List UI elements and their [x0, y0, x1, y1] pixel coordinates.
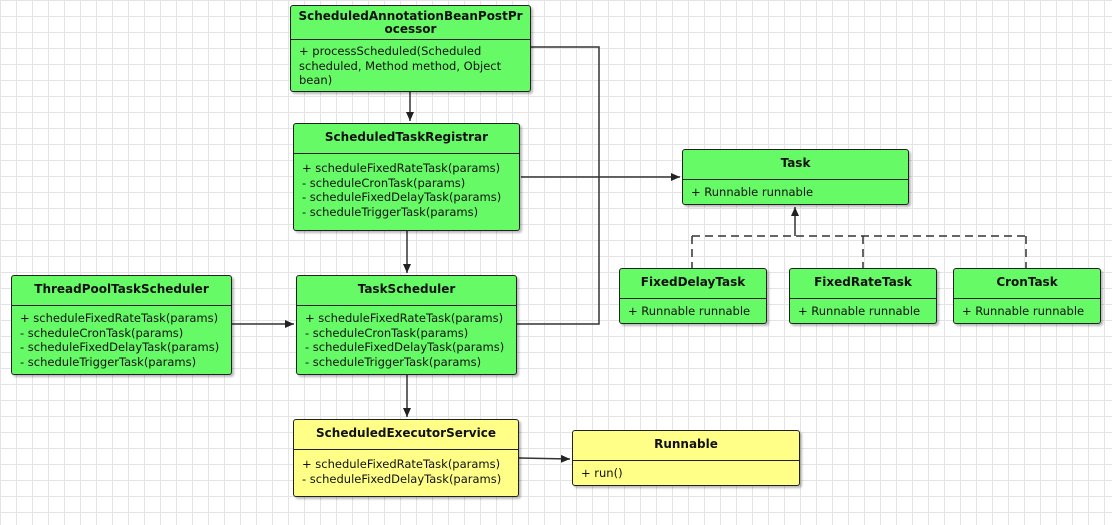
class-member: + Runnable runnable	[962, 304, 1085, 318]
edge-executor-runnable	[518, 454, 571, 463]
class-member: + scheduleFixedRateTask(params)	[20, 311, 219, 325]
class-title: Runnable	[573, 431, 799, 461]
class-box-task-scheduler[interactable]: TaskScheduler + scheduleFixedRateTask(pa…	[296, 275, 517, 375]
class-box-fixed-rate-task[interactable]: FixedRateTask + Runnable runnable	[789, 268, 937, 324]
class-member: + processScheduled(Scheduled scheduled, …	[299, 44, 502, 87]
class-member: + scheduleFixedRateTask(params)	[302, 457, 501, 471]
class-box-fixed-delay-task[interactable]: FixedDelayTask + Runnable runnable	[619, 268, 767, 324]
class-member: - scheduleCronTask(params)	[302, 175, 466, 190]
class-box-scheduled-task-registrar[interactable]: ScheduledTaskRegistrar + scheduleFixedRa…	[293, 123, 520, 231]
class-member: - scheduleTriggerTask(params)	[20, 354, 197, 369]
class-member: + Runnable runnable	[628, 304, 751, 318]
class-members: + scheduleFixedRateTask(params) - schedu…	[294, 154, 519, 223]
class-member: - scheduleTriggerTask(params)	[305, 354, 482, 369]
class-member: - scheduleFixedDelayTask(params)	[20, 340, 220, 354]
class-member: + Runnable runnable	[798, 304, 921, 318]
class-member: + scheduleFixedRateTask(params)	[305, 311, 504, 325]
class-members: + Runnable runnable	[790, 299, 936, 323]
class-member: + run()	[581, 466, 623, 480]
class-member: - scheduleFixedDelayTask(params)	[302, 190, 502, 204]
class-box-task[interactable]: Task + Runnable runnable	[682, 149, 909, 205]
class-members: + scheduleFixedRateTask(params) - schedu…	[297, 306, 516, 373]
class-box-cron-task[interactable]: CronTask + Runnable runnable	[953, 268, 1101, 324]
class-title: CronTask	[954, 269, 1100, 299]
edge-sabpp-taskscheduler	[517, 46, 600, 325]
class-member: - scheduleFixedDelayTask(params)	[305, 340, 505, 354]
class-title: ScheduledExecutorService	[294, 420, 518, 450]
class-members: + Runnable runnable	[620, 299, 766, 323]
class-title: ThreadPoolTaskScheduler	[12, 276, 231, 306]
class-member: - scheduleCronTask(params)	[20, 325, 184, 340]
class-members: + run()	[573, 461, 799, 485]
class-member: + Runnable runnable	[691, 185, 814, 199]
class-title: FixedRateTask	[790, 269, 936, 299]
class-box-scheduled-annotation-bean-post-processor[interactable]: ScheduledAnnotationBeanPostProcessor + p…	[290, 5, 531, 92]
class-box-scheduled-executor-service[interactable]: ScheduledExecutorService + scheduleFixed…	[293, 419, 519, 497]
class-title: TaskScheduler	[297, 276, 516, 306]
class-member: - scheduleTriggerTask(params)	[302, 204, 479, 219]
class-members: + Runnable runnable	[683, 180, 908, 204]
class-members: + scheduleFixedRateTask(params) - schedu…	[12, 306, 231, 373]
class-member: + scheduleFixedRateTask(params)	[302, 161, 501, 175]
class-member: - scheduleCronTask(params)	[305, 325, 469, 340]
edge-subtasks-task	[691, 207, 1027, 268]
class-title: ScheduledAnnotationBeanPostProcessor	[291, 6, 530, 40]
class-title: Task	[683, 150, 908, 180]
class-box-runnable[interactable]: Runnable + run()	[572, 430, 800, 486]
class-title: FixedDelayTask	[620, 269, 766, 299]
class-members: + processScheduled(Scheduled scheduled, …	[291, 40, 530, 91]
class-box-thread-pool-task-scheduler[interactable]: ThreadPoolTaskScheduler + scheduleFixedR…	[11, 275, 232, 375]
class-title: ScheduledTaskRegistrar	[294, 124, 519, 154]
class-members: + Runnable runnable	[954, 299, 1100, 323]
class-members: + scheduleFixedRateTask(params) - schedu…	[294, 450, 518, 490]
class-member: - scheduleFixedDelayTask(params)	[302, 471, 502, 486]
